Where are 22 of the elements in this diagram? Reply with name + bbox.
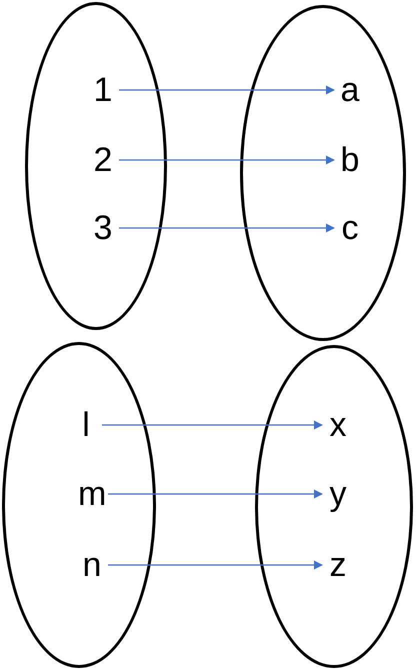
arrow — [119, 86, 335, 94]
arrow — [108, 560, 323, 570]
set-element: b — [336, 140, 364, 180]
ellipse-set — [240, 5, 406, 341]
ellipse-set — [25, 2, 167, 330]
arrow — [119, 156, 335, 164]
arrow — [108, 490, 323, 498]
set-element: l — [72, 405, 100, 445]
ellipse-set — [255, 345, 413, 668]
set-element: z — [324, 545, 352, 585]
set-element: a — [336, 70, 364, 110]
set-element: y — [324, 474, 352, 514]
set-element: 2 — [89, 140, 117, 180]
set-element: 1 — [89, 70, 117, 110]
set-element: n — [78, 545, 106, 585]
set-element: c — [336, 208, 364, 248]
arrow — [102, 420, 323, 430]
ellipse-set — [2, 342, 156, 668]
set-element: 3 — [89, 208, 117, 248]
set-element: m — [78, 474, 106, 514]
arrow — [119, 224, 335, 232]
set-element: x — [324, 405, 352, 445]
